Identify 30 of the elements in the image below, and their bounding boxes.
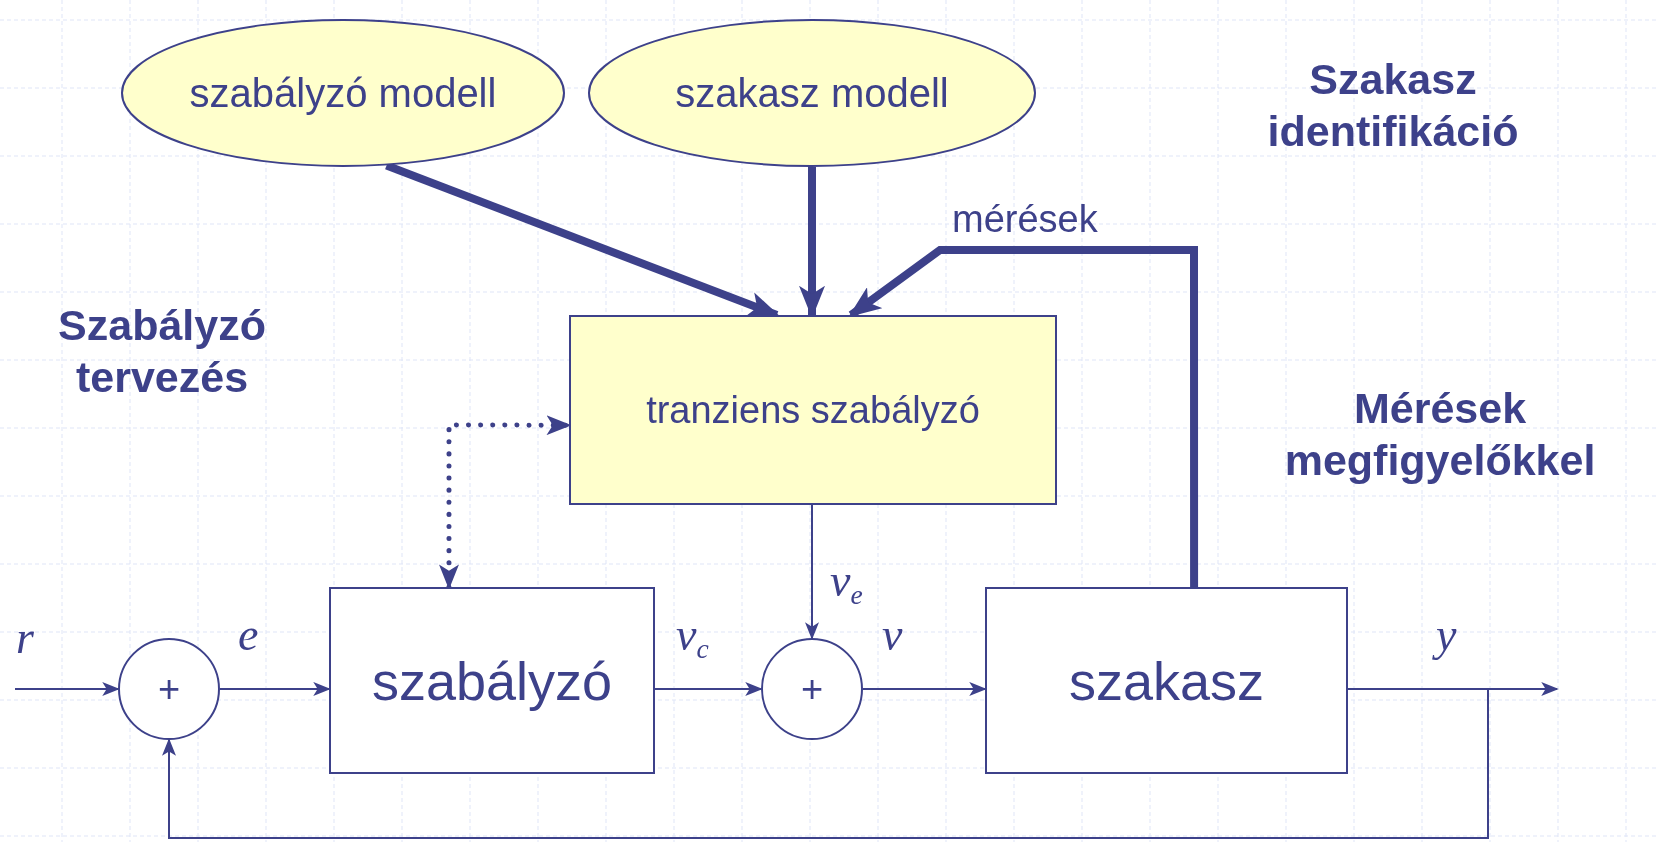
node-label: tranziens szabályzó — [646, 388, 980, 432]
node-label: szabályzó — [371, 649, 613, 712]
edge-label: v — [882, 612, 903, 658]
section-heading: Szakasz identifikáció — [1266, 54, 1520, 157]
node-label: szakasz modell — [675, 70, 949, 116]
model-ellipse — [588, 19, 1036, 167]
arrow — [862, 681, 987, 696]
edge-label: v$_{c}$ — [676, 612, 709, 663]
edge-label: v$_{e}$ — [830, 558, 863, 609]
arrow — [14, 682, 120, 696]
edge-label: e — [238, 612, 259, 658]
arrow — [848, 246, 1199, 587]
node-label: + — [800, 667, 824, 711]
arrow — [162, 687, 1489, 839]
model-ellipse — [121, 19, 565, 167]
section-heading: Mérések megfigyelőkkel — [1283, 383, 1597, 486]
summing-junction — [761, 638, 863, 740]
arrow — [219, 681, 331, 696]
section-heading: Szabályzó tervezés — [57, 300, 267, 403]
edge-label: r — [16, 615, 34, 661]
process-box — [569, 315, 1057, 505]
edge-label: mérések — [952, 200, 1098, 238]
arrow — [805, 504, 819, 640]
process-box — [985, 587, 1348, 774]
process-box — [329, 587, 655, 774]
node-label: szabályzó modell — [189, 70, 497, 116]
node-label: szakasz — [1068, 649, 1265, 712]
summing-junction — [118, 638, 220, 740]
node-label: + — [157, 667, 181, 711]
arrow — [654, 682, 763, 696]
